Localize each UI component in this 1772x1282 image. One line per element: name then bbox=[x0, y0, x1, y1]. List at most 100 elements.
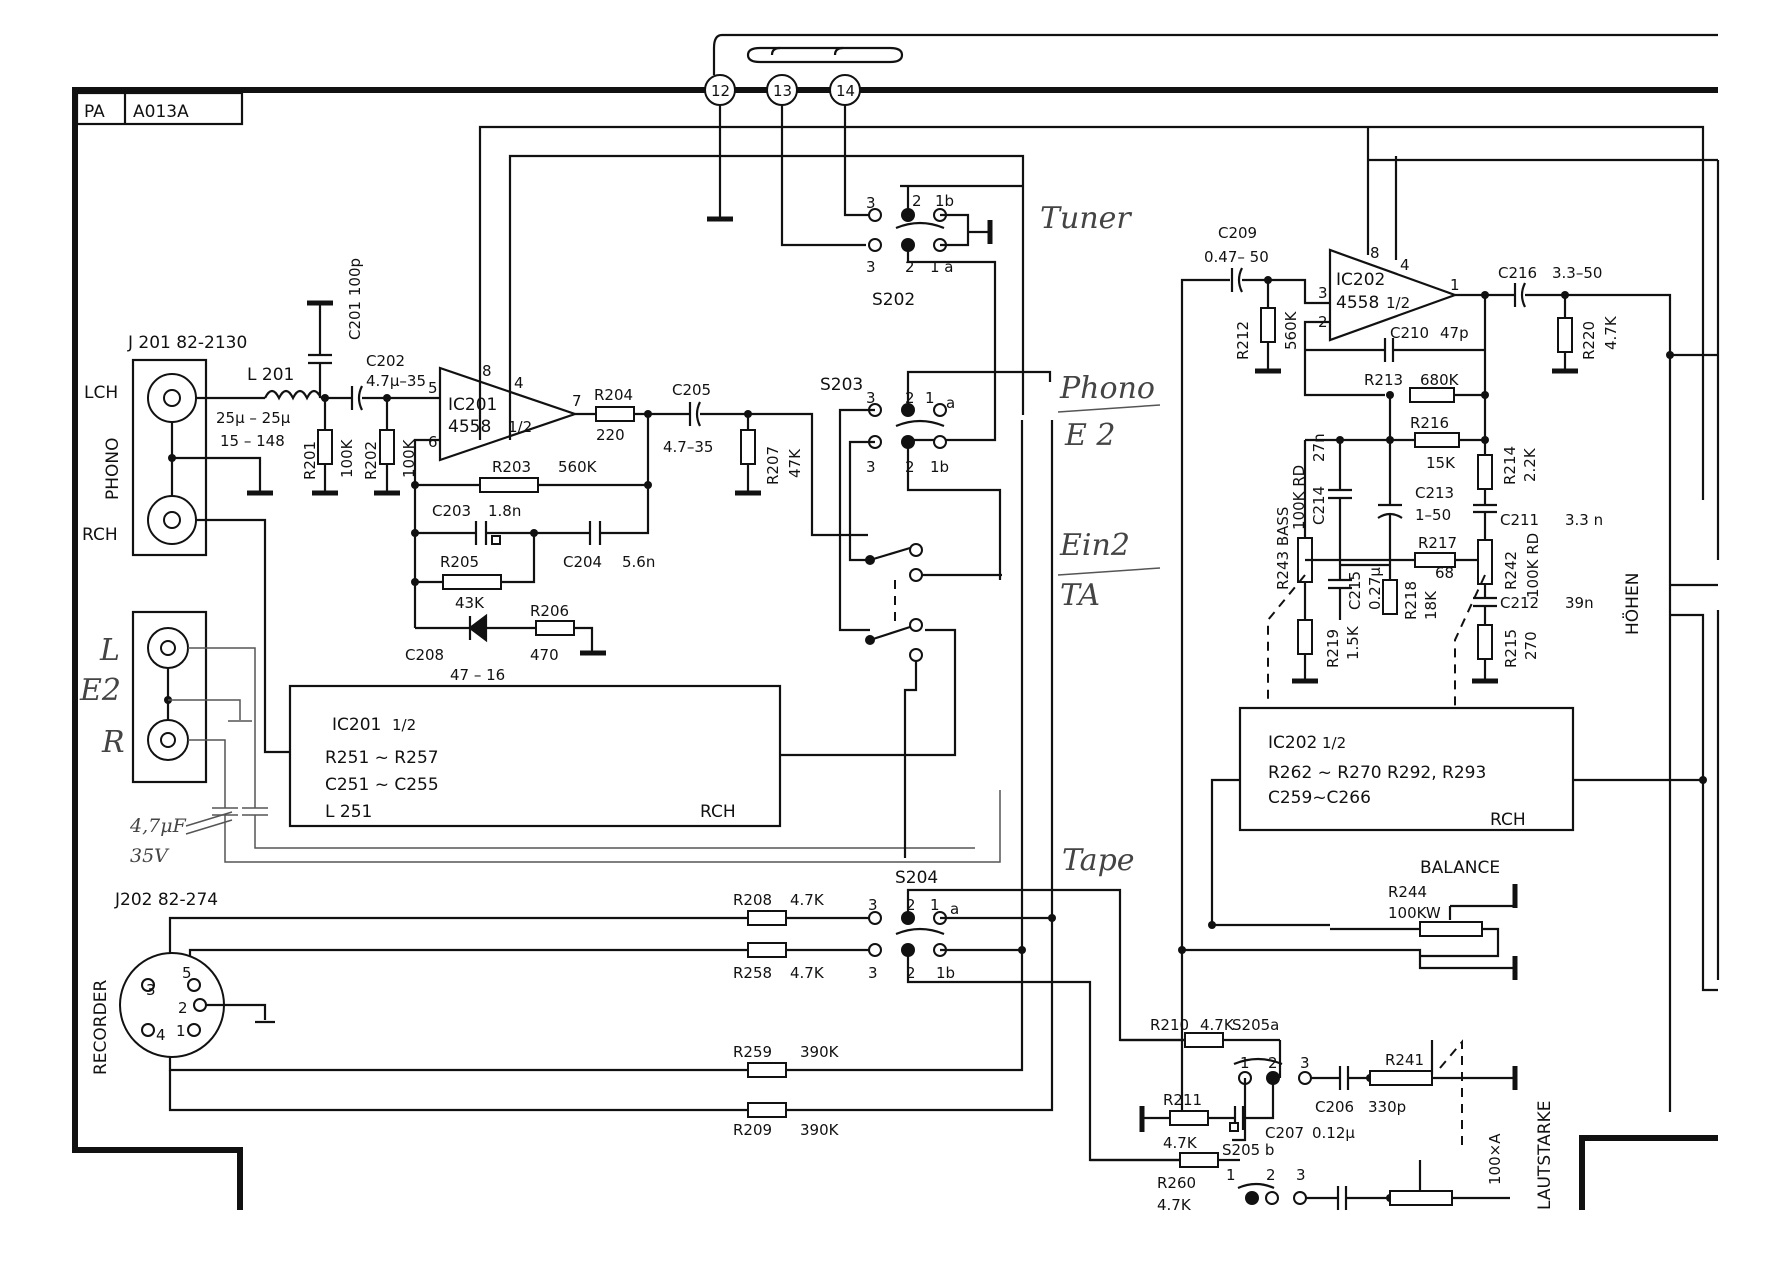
e2-l-label: L bbox=[99, 633, 120, 668]
svg-text:3: 3 bbox=[868, 964, 878, 982]
r214-label: R214 bbox=[1501, 446, 1519, 485]
balance-label: BALANCE bbox=[1420, 858, 1500, 878]
rch-left-line3: C251 ~ C255 bbox=[325, 775, 439, 795]
handwritten-tape: Tape bbox=[1062, 843, 1135, 878]
board-code-pa: PA bbox=[84, 102, 105, 122]
rch-block-right: IC202 1/2 R262 ~ R270 R292, R293 C259~C2… bbox=[1238, 706, 1575, 832]
svg-text:3: 3 bbox=[866, 194, 876, 212]
s202-label: S202 bbox=[872, 290, 915, 310]
svg-text:2: 2 bbox=[1268, 1054, 1278, 1072]
svg-text:1: 1 bbox=[925, 389, 935, 407]
pot-value-label: 100×A bbox=[1486, 1133, 1504, 1185]
c209-label: C209 bbox=[1218, 224, 1257, 242]
recorder-label: RECORDER bbox=[91, 980, 111, 1075]
r211-label: R211 bbox=[1163, 1091, 1202, 1109]
e2-r-label: R bbox=[101, 725, 125, 760]
connector-13: 13 bbox=[766, 74, 798, 106]
ic202-part: 4558 bbox=[1336, 293, 1379, 313]
ic201-part: 4558 bbox=[448, 417, 491, 437]
l201-label: L 201 bbox=[247, 365, 294, 385]
c204-label: C204 bbox=[563, 553, 602, 571]
svg-text:3: 3 bbox=[1318, 284, 1328, 302]
r220-label: R220 bbox=[1580, 321, 1598, 360]
j201-label: J 201 82-2130 bbox=[127, 333, 247, 353]
c215-label: C215 bbox=[1346, 571, 1364, 610]
svg-text:1: 1 bbox=[930, 896, 940, 914]
c213-label: C213 bbox=[1415, 484, 1454, 502]
ic201-pin7: 7 bbox=[572, 392, 582, 410]
r258-value: 4.7K bbox=[790, 964, 825, 982]
r209-label: R209 bbox=[733, 1121, 772, 1139]
svg-text:4: 4 bbox=[1400, 256, 1410, 274]
r219-value: 1.5K bbox=[1344, 625, 1362, 660]
r212-value: 560K bbox=[1282, 310, 1300, 350]
c206-label: C206 bbox=[1315, 1098, 1354, 1116]
rch-block-left: IC201 1/2 R251 ~ R257 C251 ~ C255 L 251 … bbox=[288, 684, 782, 828]
r258-label: R258 bbox=[733, 964, 772, 982]
r205-label: R205 bbox=[440, 553, 479, 571]
svg-text:1 a: 1 a bbox=[930, 258, 954, 276]
r201-value: 100K bbox=[338, 438, 356, 478]
c211-value: 3.3 n bbox=[1565, 511, 1603, 529]
r260-value: 4.7K bbox=[1157, 1196, 1192, 1214]
r208-label: R208 bbox=[733, 891, 772, 909]
c210-label: C210 bbox=[1390, 324, 1429, 342]
handwritten-ta: TA bbox=[1060, 578, 1100, 613]
svg-text:2: 2 bbox=[178, 999, 188, 1017]
r241-volume-pot: R241 bbox=[1369, 1051, 1518, 1090]
c211-label: C211 bbox=[1500, 511, 1539, 529]
c207-value: 0.12μ bbox=[1312, 1124, 1355, 1142]
c203-label: C203 bbox=[432, 502, 471, 520]
c202-label: C202 bbox=[366, 352, 405, 370]
lch-label: LCH bbox=[84, 383, 118, 403]
c202-value: 4.7μ–35 bbox=[366, 372, 426, 390]
board-code-number: A013A bbox=[133, 102, 189, 122]
r202-value: 100K bbox=[400, 438, 418, 478]
ic201-opamp: IC201 4558 1/2 8 4 5 6 7 bbox=[428, 362, 582, 462]
connector-14: 14 bbox=[829, 74, 861, 106]
svg-text:13: 13 bbox=[773, 82, 792, 100]
svg-text:2: 2 bbox=[906, 896, 916, 914]
c213-value: 1–50 bbox=[1415, 506, 1451, 524]
svg-text:a: a bbox=[946, 394, 955, 412]
c209-value: 0.47– 50 bbox=[1204, 248, 1269, 266]
svg-text:12: 12 bbox=[711, 82, 730, 100]
r242-value: 100K RD bbox=[1524, 533, 1542, 598]
svg-text:2: 2 bbox=[1266, 1166, 1276, 1184]
r203-label: R203 bbox=[492, 458, 531, 476]
r242-label: R242 bbox=[1502, 551, 1520, 590]
ic202-half: 1/2 bbox=[1386, 294, 1410, 312]
r213-label: R213 bbox=[1364, 371, 1403, 389]
r202-label: R202 bbox=[362, 441, 380, 480]
c212-value: 39n bbox=[1565, 594, 1594, 612]
handwritten-e2: E 2 bbox=[1064, 418, 1116, 453]
l201-value-2: 15 – 148 bbox=[220, 432, 285, 450]
rch-right-line3: C259~C266 bbox=[1268, 788, 1371, 808]
c205-capacitor: C205 4.7–35 bbox=[663, 381, 713, 456]
ic201-pin8: 8 bbox=[482, 362, 492, 380]
r206-value: 470 bbox=[530, 646, 559, 664]
board-outline bbox=[72, 87, 1718, 1210]
handwritten-phono: Phono bbox=[1059, 371, 1155, 406]
r203-value: 560K bbox=[558, 458, 598, 476]
s205b-switch: 1 2 3 bbox=[1226, 1166, 1307, 1205]
rch-right-line1: IC202 bbox=[1268, 733, 1317, 753]
rch-left-line1: IC201 bbox=[332, 715, 381, 735]
c208-label: C208 bbox=[405, 646, 444, 664]
r211-value: 4.7K bbox=[1163, 1134, 1198, 1152]
c216-label: C216 bbox=[1498, 264, 1537, 282]
c212-label: C212 bbox=[1500, 594, 1539, 612]
r244-label: R244 bbox=[1388, 883, 1427, 901]
svg-text:3: 3 bbox=[866, 258, 876, 276]
rch-right-tag: RCH bbox=[1490, 810, 1526, 830]
r214-value: 2.2K bbox=[1521, 447, 1539, 482]
s202-switch: 3 2 1b 3 2 1 a S202 bbox=[866, 184, 1022, 310]
ic201-half: 1/2 bbox=[508, 418, 532, 436]
svg-text:14: 14 bbox=[836, 82, 855, 100]
svg-text:3: 3 bbox=[866, 458, 876, 476]
s205a-label: S205a bbox=[1232, 1016, 1279, 1034]
svg-text:1: 1 bbox=[1226, 1166, 1236, 1184]
c214-value: 27n bbox=[1310, 433, 1328, 462]
r204-value: 220 bbox=[596, 426, 625, 444]
svg-text:1b: 1b bbox=[935, 192, 954, 210]
